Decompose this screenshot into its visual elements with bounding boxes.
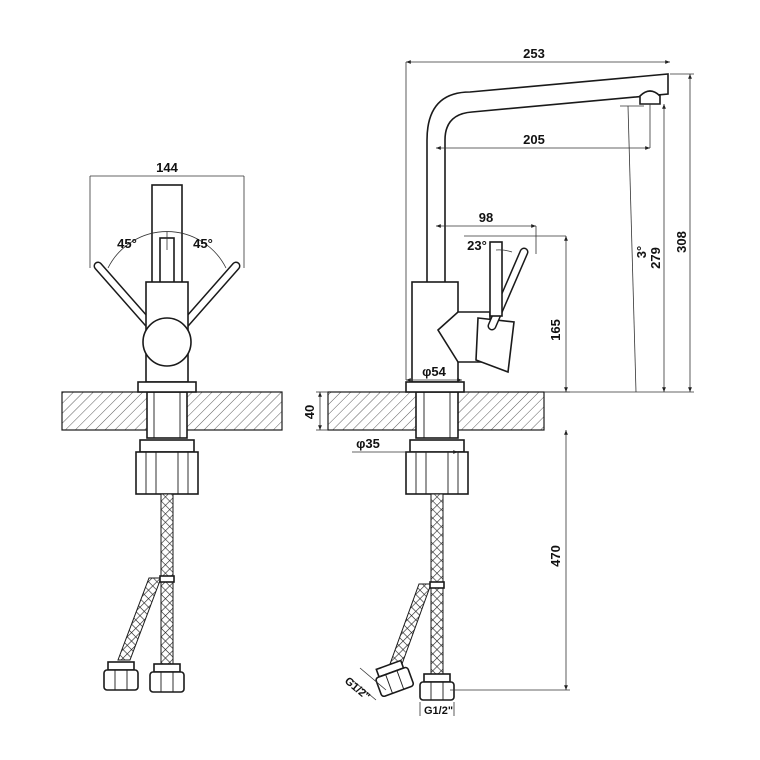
handle-dim: 98: [479, 210, 493, 225]
front-angle-right: 45°: [193, 236, 213, 251]
height-165-dim: 165: [548, 319, 563, 341]
side-fitting-right: [423, 673, 451, 683]
base-diameter: φ54: [422, 364, 447, 379]
front-mount-shank: [146, 391, 188, 439]
height-279-dim: 279: [648, 247, 663, 269]
handle-angle-arc: [495, 249, 513, 253]
front-base-ring: [137, 381, 197, 393]
reach-dim: 253: [523, 46, 545, 61]
side-nut: [409, 439, 465, 453]
side-hose-bent: [389, 583, 432, 665]
front-cartridge: [142, 317, 192, 367]
side-view: 253 205 98 23° 165 3° 279 308 φ54: [302, 46, 694, 717]
side-base-ring: [405, 381, 465, 393]
counter-thickness: 40: [302, 405, 317, 419]
front-angle-left: 45°: [117, 236, 137, 251]
front-hose-bent: [117, 577, 162, 661]
spout-angle: 3°: [634, 246, 649, 258]
front-fitting-left: [107, 661, 135, 671]
thread-left: G1/2": [342, 675, 372, 703]
front-nut: [139, 439, 195, 453]
height-308-dim: 308: [674, 231, 689, 253]
side-mount-shank: [415, 391, 459, 439]
handle-angle: 23°: [467, 238, 487, 253]
side-aerator: [639, 90, 661, 105]
front-view: 144 45° 45°: [61, 160, 283, 693]
hose-length-dim: 470: [548, 545, 563, 567]
hole-diameter: φ35: [356, 436, 380, 451]
spout-reach-dim: 205: [523, 132, 545, 147]
front-fitting-right: [153, 663, 181, 673]
thread-right: G1/2": [424, 705, 453, 717]
front-angle-arc: [107, 231, 227, 269]
front-width-dim: 144: [156, 160, 178, 175]
